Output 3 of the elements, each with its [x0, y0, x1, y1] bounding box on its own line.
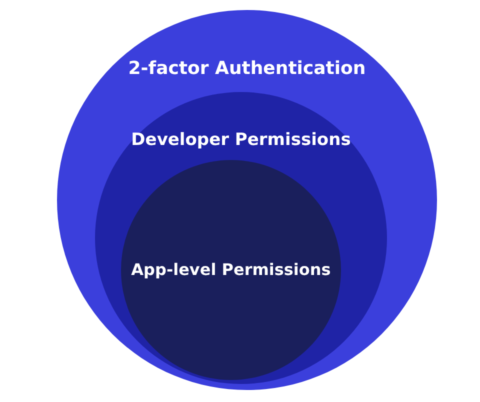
- circle-label: 2-factor Authentication: [127, 58, 367, 79]
- circle-label: Developer Permissions: [130, 130, 352, 150]
- circle-label: App-level Permissions: [130, 260, 332, 279]
